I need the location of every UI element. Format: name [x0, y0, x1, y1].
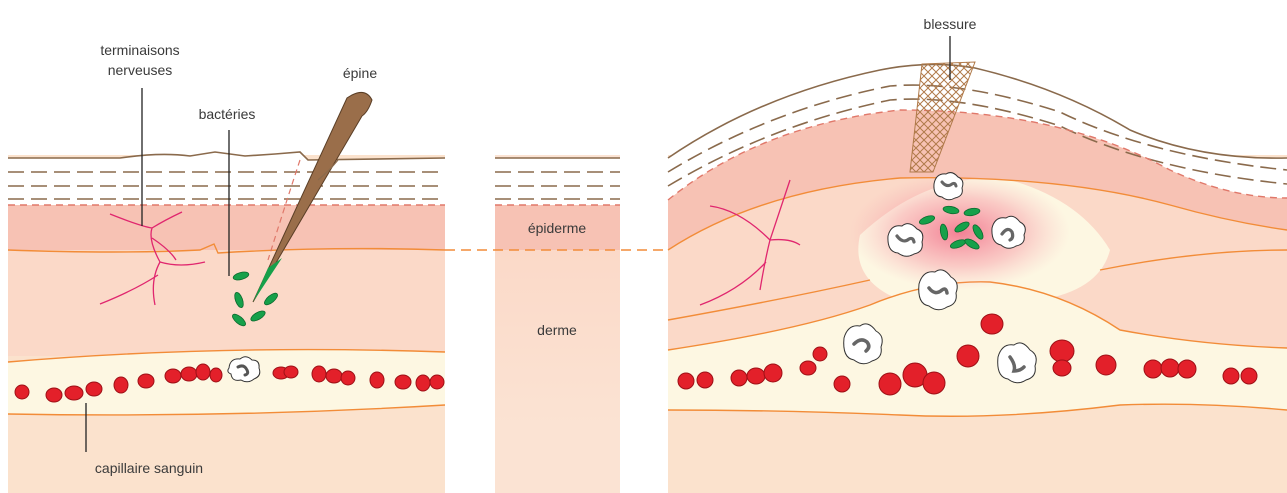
label-bacteria: bactéries [199, 106, 256, 122]
label-epidermis: épiderme [528, 220, 587, 236]
epidermis-layer [8, 205, 445, 250]
label-nerve-endings-line2: nerveuses [108, 62, 173, 78]
right-panel-inflamed-skin [668, 36, 1287, 493]
dermis-layer [8, 248, 445, 356]
label-dermis: derme [537, 322, 577, 338]
label-wound: blessure [924, 16, 977, 32]
label-nerve-endings-line1: terminaisons [100, 42, 179, 58]
label-capillary: capillaire sanguin [95, 460, 203, 476]
label-thorn: épine [343, 65, 377, 81]
white-blood-cell [228, 357, 260, 382]
left-panel-skin-section [8, 88, 445, 493]
